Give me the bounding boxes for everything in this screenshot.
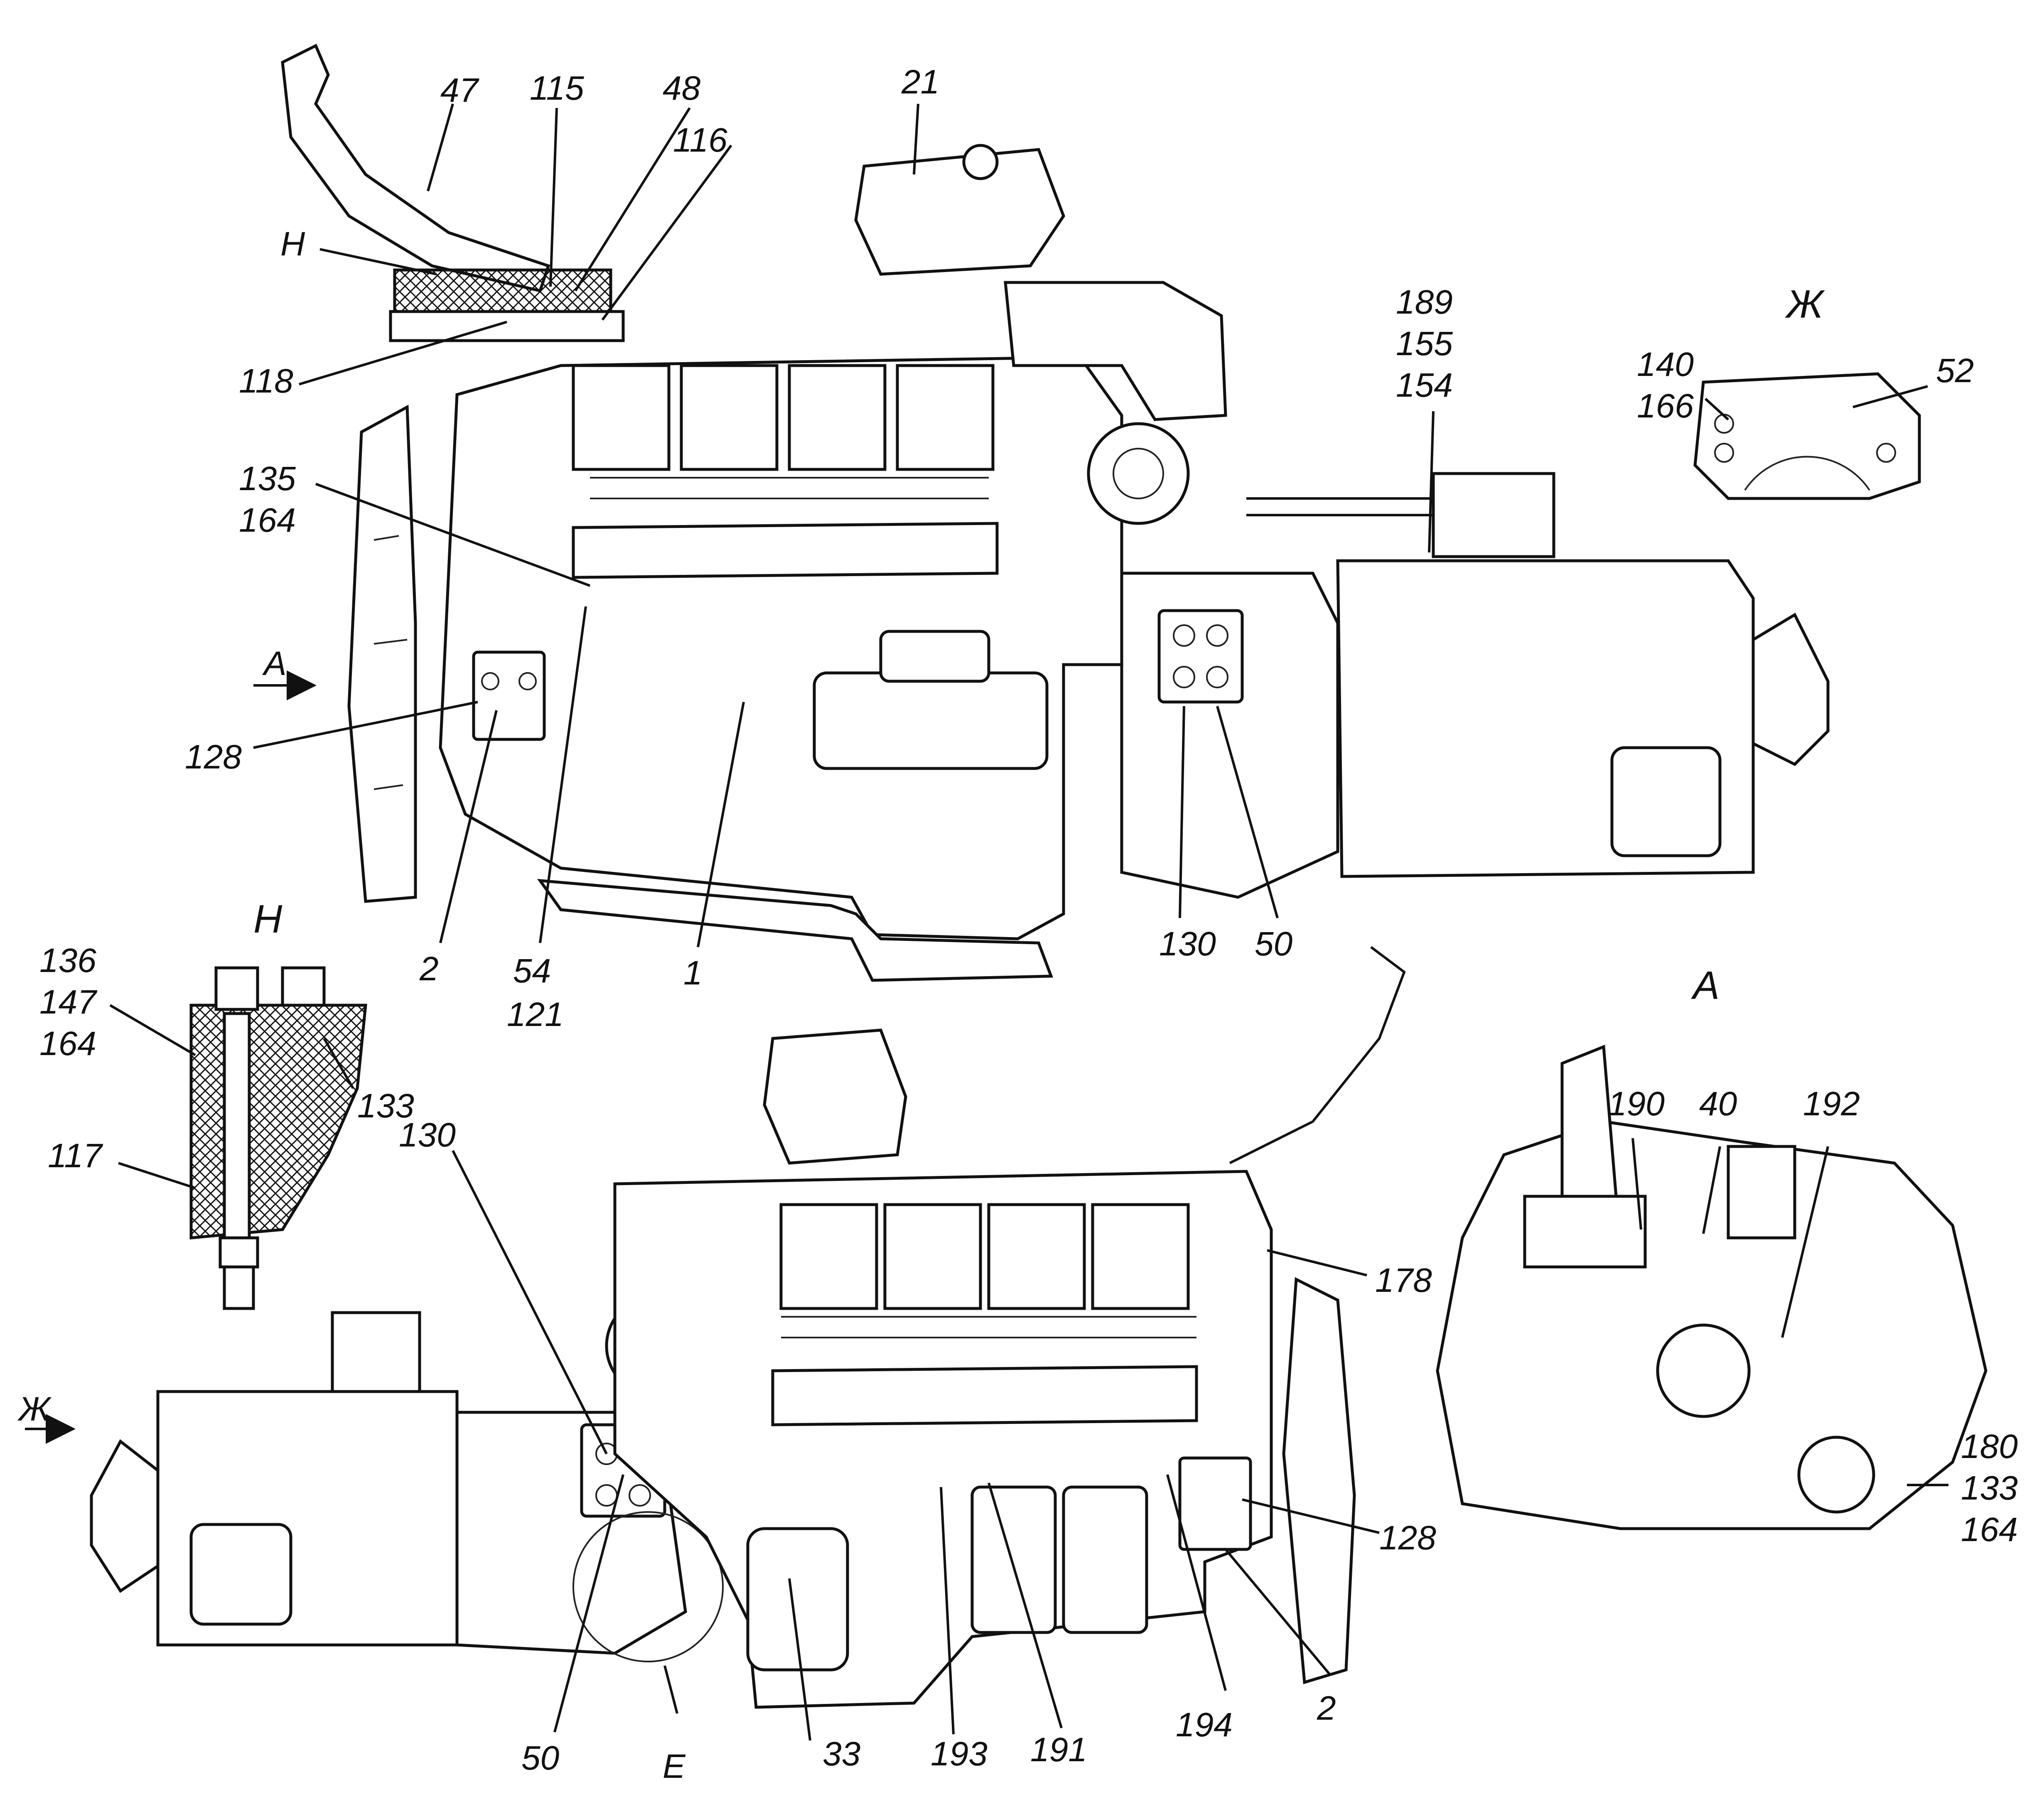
exhaust-manifold — [572, 522, 999, 579]
fuel-filter-2 — [1062, 1485, 1148, 1634]
view-h-title: Н — [253, 897, 283, 941]
crankshaft-pulley — [1797, 1436, 1875, 1514]
label-135: 135 — [239, 460, 296, 498]
gearbox-cover — [1432, 472, 1555, 558]
starter — [813, 671, 1049, 770]
label-117: 117 — [48, 1137, 103, 1175]
label-130: 130 — [1159, 925, 1216, 963]
label-128: 128 — [1379, 1519, 1436, 1557]
view-h-labels: 136 147 164 133 117 — [39, 942, 414, 1175]
top-view-labels: 47 115 48 116 21 Н 118 189 155 154 140 1… — [185, 63, 1974, 1033]
view-h: Н — [189, 897, 367, 1310]
label-192: 192 — [1803, 1085, 1860, 1123]
cylinder-head-1 — [779, 1203, 878, 1310]
expansion-tank — [763, 1028, 907, 1165]
top-engine-view — [281, 44, 1830, 982]
view-a-labels: 190 40 192 180 133 164 — [1608, 1085, 2018, 1549]
cylinder-head-2 — [883, 1203, 982, 1310]
detail-e-circle — [572, 1511, 724, 1662]
label-193: 193 — [931, 1735, 988, 1773]
dipstick — [1229, 946, 1406, 1164]
fuel-filter-1 — [970, 1485, 1057, 1634]
cylinder-head-4 — [896, 364, 995, 471]
label-190: 190 — [1608, 1085, 1665, 1123]
label-52: 52 — [1936, 352, 1974, 390]
fan — [1282, 1277, 1356, 1684]
label-118: 118 — [239, 362, 293, 400]
output-flange — [1752, 613, 1830, 766]
starter — [746, 1527, 849, 1672]
fan — [347, 405, 417, 903]
label-47: 47 — [440, 71, 480, 109]
expansion-tank — [854, 148, 1065, 276]
label-115: 115 — [530, 69, 584, 107]
leader-lines — [25, 103, 1948, 1741]
label-50: 50 — [1255, 925, 1292, 963]
label-164: 164 — [239, 501, 296, 539]
label-164: 164 — [1961, 1511, 2018, 1549]
label-2: 2 — [1317, 1689, 1336, 1727]
label-21: 21 — [901, 63, 939, 101]
power-steering-reservoir — [1727, 1145, 1796, 1240]
cylinder-block — [439, 356, 1123, 940]
label-155: 155 — [1396, 325, 1453, 363]
label-130: 130 — [399, 1116, 456, 1154]
cylinder-head-3 — [987, 1203, 1086, 1310]
view-zh-title: Ж — [1785, 282, 1825, 326]
section-h-body — [189, 1004, 367, 1240]
bottom-view-labels: 130 178 Ж 50 Е 33 193 191 194 2 128 — [17, 1116, 1436, 1785]
label-189: 189 — [1396, 283, 1453, 321]
label-A: А — [262, 645, 287, 682]
label-164: 164 — [39, 1025, 96, 1063]
label-116: 116 — [673, 121, 727, 159]
label-147: 147 — [39, 983, 98, 1021]
label-40: 40 — [1699, 1085, 1737, 1123]
label-2: 2 — [419, 950, 439, 988]
gearbox-inspection-hatch — [189, 1523, 292, 1626]
rear-support-130 — [1157, 609, 1244, 704]
label-136: 136 — [39, 942, 96, 979]
cylinder-head-3 — [788, 364, 887, 471]
cylinder-head-4 — [1091, 1203, 1190, 1310]
label-1: 1 — [683, 954, 703, 992]
label-140: 140 — [1637, 346, 1694, 383]
label-E: Е — [663, 1748, 686, 1785]
view-zh: Ж — [1693, 282, 1921, 500]
oil-filler-pipe — [281, 44, 550, 293]
output-flange — [90, 1439, 160, 1593]
label-194: 194 — [1176, 1706, 1233, 1744]
label-Zh: Ж — [17, 1390, 52, 1428]
label-H: Н — [280, 225, 305, 263]
label-48: 48 — [663, 69, 701, 107]
breather-filter — [393, 268, 612, 317]
label-128: 128 — [185, 738, 242, 776]
label-166: 166 — [1637, 387, 1694, 425]
front-support-128 — [1178, 1456, 1252, 1551]
cylinder-head-1 — [572, 364, 671, 471]
water-pump-pulley — [1656, 1323, 1751, 1418]
label-121: 121 — [507, 996, 564, 1033]
filler-neck — [1560, 1044, 1618, 1207]
label-180: 180 — [1961, 1428, 2018, 1465]
label-133: 133 — [1961, 1469, 2018, 1507]
exhaust-manifold — [771, 1365, 1198, 1426]
gearbox-inspection-hatch — [1610, 746, 1722, 857]
turbocharger — [1087, 422, 1190, 525]
label-50: 50 — [521, 1739, 559, 1777]
view-a: А — [1436, 963, 1987, 1530]
label-154: 154 — [1396, 366, 1453, 404]
front-support-128 — [472, 650, 546, 741]
view-a-title: А — [1691, 963, 1720, 1008]
label-178: 178 — [1375, 1262, 1432, 1299]
cylinder-head-2 — [680, 364, 779, 471]
label-133: 133 — [357, 1087, 414, 1125]
intake-pipe — [1004, 281, 1227, 421]
label-33: 33 — [823, 1735, 860, 1773]
label-54: 54 — [513, 952, 551, 990]
label-191: 191 — [1030, 1731, 1087, 1769]
oil-pan — [537, 879, 1054, 982]
